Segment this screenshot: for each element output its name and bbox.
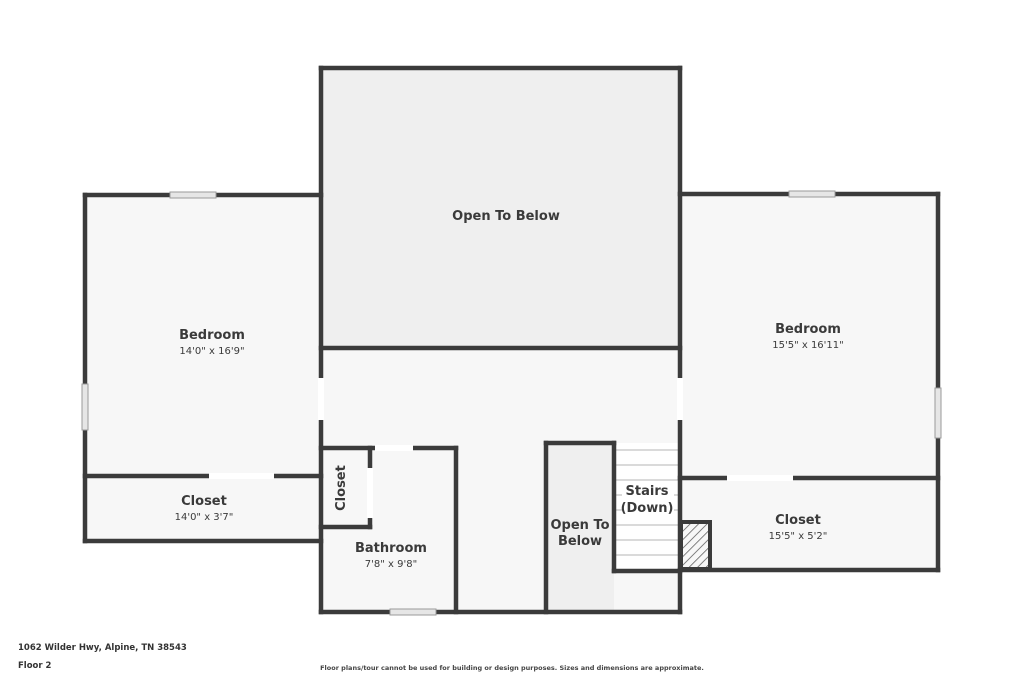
closet-right-label: Closet: [775, 513, 821, 528]
bedroom-left-dims: 14'0" x 16'9": [179, 346, 244, 357]
bedroom-right-label: Bedroom: [775, 322, 841, 337]
windows: [81, 190, 942, 616]
stairs-label-line1: Stairs: [626, 484, 669, 499]
open-to-below-top-area: [322, 69, 679, 348]
bathroom-area: [322, 448, 455, 612]
address-text: 1062 Wilder Hwy, Alpine, TN 38543: [18, 643, 187, 653]
disclaimer-text: Floor plans/tour cannot be used for buil…: [320, 664, 704, 672]
bedroom-left-area: [86, 196, 321, 476]
open-to-below-bottom-label-line2: Below: [558, 534, 602, 549]
closet-left-dims: 14'0" x 3'7": [175, 512, 234, 523]
closet-right-dims: 15'5" x 5'2": [769, 531, 828, 542]
closet-left-label: Closet: [181, 494, 227, 509]
hatched-shaft: [679, 520, 712, 571]
bedroom-right-dims: 15'5" x 16'11": [772, 340, 844, 351]
closet-small-label: Closet: [334, 465, 349, 511]
openings: [209, 378, 793, 518]
stairs-label-line2: (Down): [621, 501, 674, 516]
stairs-label-backing: [622, 481, 674, 517]
bathroom-label: Bathroom: [355, 541, 427, 556]
bedroom-right-area: [681, 194, 938, 478]
closet-right-area: [681, 478, 938, 570]
closet-left-area: [86, 476, 321, 541]
open-to-below-bottom-label-line1: Open To: [550, 518, 609, 533]
floor-label: Floor 2: [18, 661, 52, 671]
open-to-below-bottom-area: [546, 443, 614, 612]
bedroom-left-label: Bedroom: [179, 328, 245, 343]
open-to-below-top-label: Open To Below: [452, 209, 560, 224]
bathroom-dims: 7'8" x 9'8": [365, 559, 417, 570]
